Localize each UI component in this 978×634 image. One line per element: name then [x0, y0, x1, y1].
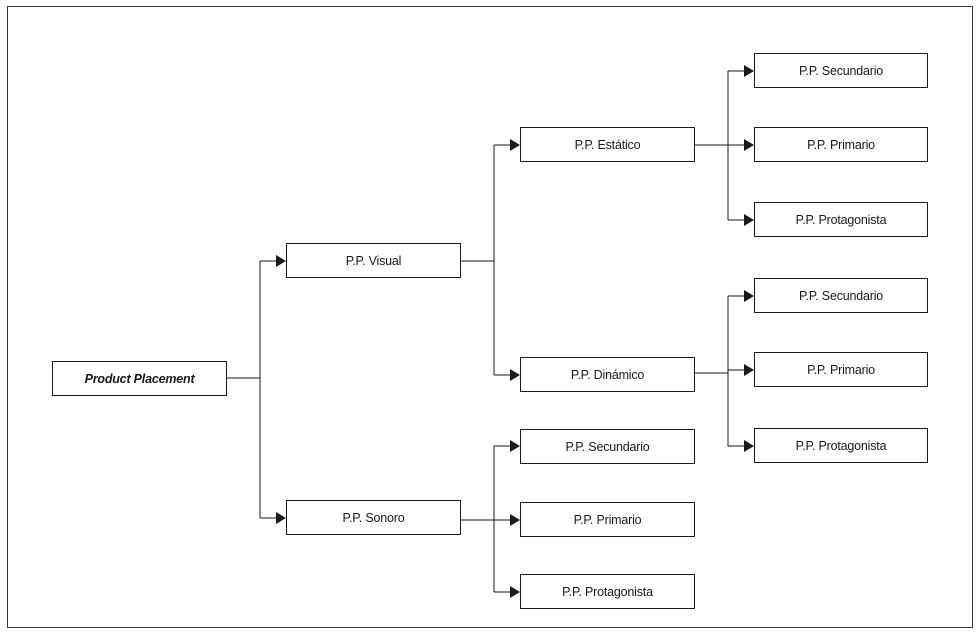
sonoro-connector-arrowhead-1: [510, 514, 520, 526]
visual-connector-arrowhead-0: [510, 139, 520, 151]
node-estatico-primario: P.P. Primario: [754, 127, 928, 162]
node-pp-visual: P.P. Visual: [286, 243, 461, 278]
estatico-connector-arrowhead-1: [744, 139, 754, 151]
dinamico-connector-arrowhead-0: [744, 290, 754, 302]
node-sonoro-protagonista: P.P. Protagonista: [520, 574, 695, 609]
node-estatico-secundario: P.P. Secundario: [754, 53, 928, 88]
dinamico-connector-arrowhead-2: [744, 440, 754, 452]
node-pp-estatico: P.P. Estático: [520, 127, 695, 162]
estatico-connector-arrowhead-0: [744, 65, 754, 77]
node-sonoro-primario: P.P. Primario: [520, 502, 695, 537]
node-pp-dinamico: P.P. Dinámico: [520, 357, 695, 392]
node-dinamico-protagonista: P.P. Protagonista: [754, 428, 928, 463]
node-product-placement: Product Placement: [52, 361, 227, 396]
node-dinamico-primario: P.P. Primario: [754, 352, 928, 387]
visual-connector-arrowhead-1: [510, 369, 520, 381]
node-dinamico-secundario: P.P. Secundario: [754, 278, 928, 313]
node-pp-sonoro: P.P. Sonoro: [286, 500, 461, 535]
sonoro-connector-arrowhead-2: [510, 586, 520, 598]
node-estatico-protagonista: P.P. Protagonista: [754, 202, 928, 237]
dinamico-connector-arrowhead-1: [744, 364, 754, 376]
node-sonoro-secundario: P.P. Secundario: [520, 429, 695, 464]
root-connector-arrowhead-0: [276, 255, 286, 267]
sonoro-connector-arrowhead-0: [510, 440, 520, 452]
diagram-frame: [7, 6, 973, 628]
root-connector-arrowhead-1: [276, 512, 286, 524]
estatico-connector-arrowhead-2: [744, 214, 754, 226]
